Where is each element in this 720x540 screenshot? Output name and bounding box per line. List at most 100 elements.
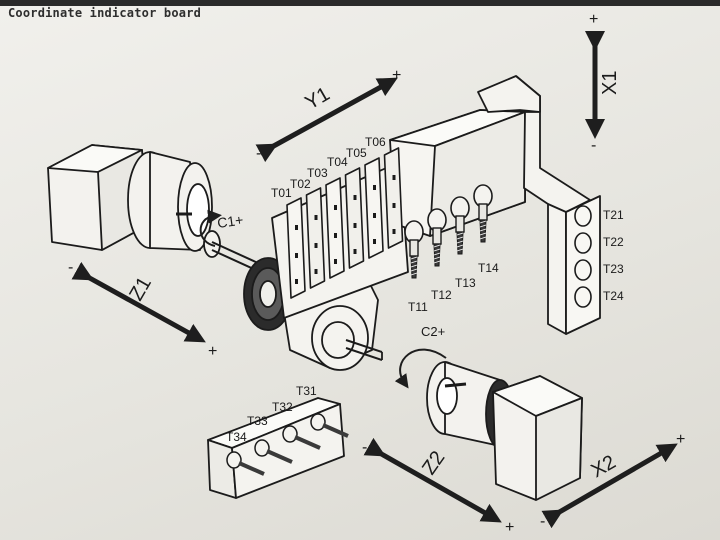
side-tool-labels: T21 T22 T23 T24 xyxy=(603,208,624,303)
gang-slot-screw xyxy=(314,243,318,248)
tool-label-t13: T13 xyxy=(455,276,476,290)
gang-slot-screw xyxy=(295,225,298,230)
c2-label: C2+ xyxy=(421,324,445,339)
gang-slot-screw xyxy=(295,253,298,258)
live-tool-flute xyxy=(410,264,418,268)
board-top-edge xyxy=(0,0,720,6)
gang-slot-t06 xyxy=(383,147,404,249)
side-hole-t22 xyxy=(574,232,592,254)
live-tool-flute xyxy=(479,220,487,224)
block-tool-bit xyxy=(238,461,265,476)
gang-slot-screw xyxy=(353,223,357,228)
z1-minus-sign: - xyxy=(68,259,73,276)
tool-label-t32: T32 xyxy=(272,400,293,414)
tool-label-t04: T04 xyxy=(327,155,348,169)
x2-minus-sign: - xyxy=(540,513,545,530)
tool-label-t02: T02 xyxy=(290,177,311,191)
block-tool-t32 xyxy=(282,425,321,450)
sub-spindle xyxy=(426,361,583,501)
live-tool-flute xyxy=(433,260,441,264)
gang-slot-screw xyxy=(373,239,376,244)
live-tool-flute xyxy=(410,256,418,260)
block-tool-t31 xyxy=(310,413,349,438)
gang-slot-body xyxy=(344,167,365,269)
block-tool-bit xyxy=(322,423,349,438)
x2-plus-sign: + xyxy=(676,431,685,448)
live-tool-flute xyxy=(410,268,418,272)
block-tool-collet xyxy=(226,451,242,469)
block-tool-t33 xyxy=(254,439,293,464)
block-tools xyxy=(226,413,349,476)
tool-label-t03: T03 xyxy=(307,166,328,180)
board-title: Coordinate indicator board xyxy=(8,6,202,20)
z1-plus-sign: + xyxy=(208,343,217,360)
c1-rotation-arrow xyxy=(199,209,222,247)
gang-slot-body xyxy=(286,197,306,299)
gang-slot-screw xyxy=(392,229,396,234)
gang-slot-t04 xyxy=(344,167,365,269)
z2-minus-sign: - xyxy=(362,439,367,456)
gang-slot-screw xyxy=(314,269,318,274)
live-tool-t11 xyxy=(404,220,424,279)
tool-label-t21: T21 xyxy=(603,208,624,222)
gang-slot-t05 xyxy=(364,157,384,259)
gang-slot-t01 xyxy=(286,197,306,299)
live-tool-t12 xyxy=(427,208,447,267)
tool-label-t23: T23 xyxy=(603,262,624,276)
side-hole-t23 xyxy=(574,259,592,281)
x1-minus-sign: - xyxy=(591,137,596,154)
live-tool-shank xyxy=(478,203,488,221)
live-tool-flute xyxy=(433,252,441,256)
live-tool-flute xyxy=(433,244,441,248)
gang-slot-body xyxy=(325,177,345,279)
tool-label-t01: T01 xyxy=(271,186,292,200)
gang-slot-t03 xyxy=(325,177,345,279)
block-tool-collet xyxy=(254,439,270,457)
gang-slot-screw xyxy=(334,259,337,264)
z1-axis-arrow xyxy=(71,261,206,343)
live-tool-shank xyxy=(409,239,419,257)
live-tool-flute xyxy=(410,272,418,276)
x1-axis-label: X1 xyxy=(599,71,621,95)
live-tools xyxy=(404,184,493,279)
live-tool-labels: T11 T12 T13 T14 xyxy=(408,261,499,314)
side-hole-t24 xyxy=(574,286,592,308)
live-tool-t14 xyxy=(473,184,493,243)
gang-slot-screw xyxy=(353,195,357,200)
block-tool-bit xyxy=(266,449,293,464)
z2-axis-label: Z2 xyxy=(418,447,449,479)
live-tool-flute xyxy=(433,256,441,260)
tool-label-t31: T31 xyxy=(296,384,317,398)
side-tool-holes xyxy=(574,205,592,308)
live-tool-flute xyxy=(456,236,464,240)
y1-minus-sign: - xyxy=(256,145,261,162)
x1-plus-sign: + xyxy=(589,11,598,28)
live-tool-shank xyxy=(432,227,442,245)
y1-plus-sign: + xyxy=(392,67,401,84)
gang-tool-slots xyxy=(286,147,404,299)
tool-label-t14: T14 xyxy=(478,261,499,275)
live-tool-flute xyxy=(410,260,418,264)
y1-axis-arrow xyxy=(255,77,398,163)
live-tool-flute xyxy=(479,224,487,228)
gang-slot-screw xyxy=(334,233,337,238)
gang-slot-screw xyxy=(295,279,298,284)
side-hole-t21 xyxy=(574,205,592,227)
block-tool-collet xyxy=(310,413,326,431)
block-tool-t34 xyxy=(226,451,265,476)
tool-label-t24: T24 xyxy=(603,289,624,303)
live-tool-flute xyxy=(433,248,441,252)
live-tool-flute xyxy=(456,244,464,248)
tool-label-t12: T12 xyxy=(431,288,452,302)
live-tool-t13 xyxy=(450,196,470,255)
tool-label-t22: T22 xyxy=(603,235,624,249)
live-tool-flute xyxy=(479,232,487,236)
gang-slot-screw xyxy=(353,249,357,254)
live-tool-shank xyxy=(455,215,465,233)
block-tool-bit xyxy=(294,435,321,450)
y1-axis-label: Y1 xyxy=(302,83,334,114)
tool-label-t34: T34 xyxy=(226,430,247,444)
block-tool-labels: T31 T32 T33 T34 xyxy=(226,384,317,444)
